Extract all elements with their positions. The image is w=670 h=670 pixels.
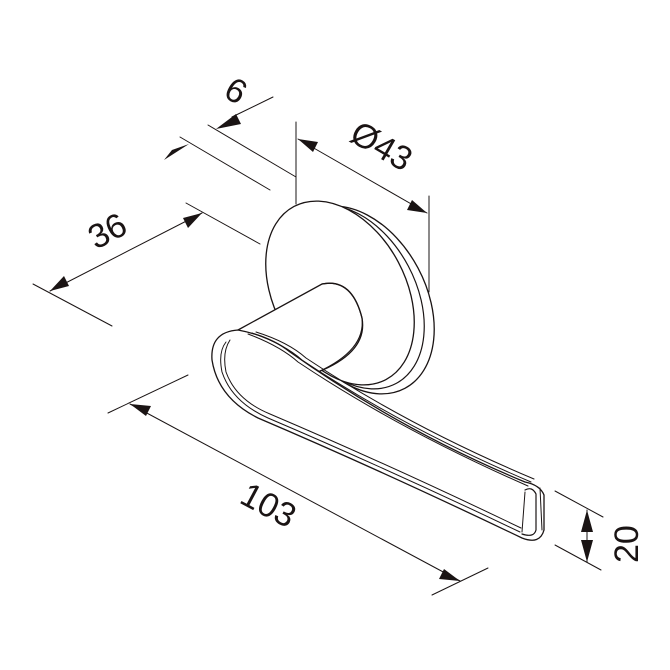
arrow-icon (581, 510, 593, 532)
lever-handle (211, 329, 545, 541)
arrow-icon (216, 114, 241, 129)
dimension-label-36: 36 (82, 206, 133, 257)
arrow-icon (407, 200, 427, 213)
dimension-projection: 36 (32, 202, 261, 327)
dimension-lever-height: 20 (554, 490, 646, 571)
dimension-rose-thickness: 6 (164, 70, 297, 191)
arrow-icon (581, 540, 593, 562)
dimension-label-103: 103 (234, 476, 302, 536)
arrow-icon (439, 569, 460, 581)
arrow-icon (50, 276, 69, 291)
dimension-rose-diameter: Ø43 (295, 114, 430, 293)
arrow-icon (130, 404, 151, 416)
dimension-label-6: 6 (218, 70, 253, 112)
dimension-label-20: 20 (608, 525, 646, 563)
arrow-icon (298, 139, 318, 152)
arrow-icon (183, 213, 202, 228)
dimension-label-diameter-43: Ø43 (344, 114, 419, 179)
arrow-icon (164, 144, 189, 160)
